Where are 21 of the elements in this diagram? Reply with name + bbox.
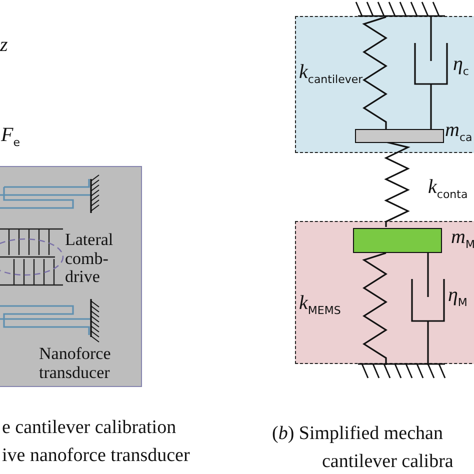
figure-caption: ive nanoforce transducer [2,446,190,467]
spring-constant-label: k$_{conta}$ [428,176,468,202]
spring-constant-label: k$_{MEMS}$ [299,292,341,318]
transducer-panel [0,166,142,387]
figure-caption: e cantilever calibration [2,418,176,439]
mass-block [353,228,442,253]
figure-caption: cantilever calibra [322,452,454,473]
spring-constant-label: k$_{cantilever}$ [299,61,363,86]
axis-label: z [0,34,8,56]
mems-region [295,221,474,364]
damping-label: η$_{c}$ [453,53,469,78]
mass-block [355,129,444,143]
mass-label: m$_{M}$ [451,226,474,252]
damping-label: η$_{M}$ [448,284,468,310]
figure-caption: (b) Simplified mechan [272,424,443,445]
component-label: Lateral comb-drive [65,231,114,288]
mass-label: m$_{ca}$ [445,119,472,144]
component-label: Nanoforce transducer [39,345,112,382]
spring-symbol [384,141,410,227]
cantilever-region [295,16,474,153]
force-label: F$_{e}$ [1,124,20,150]
